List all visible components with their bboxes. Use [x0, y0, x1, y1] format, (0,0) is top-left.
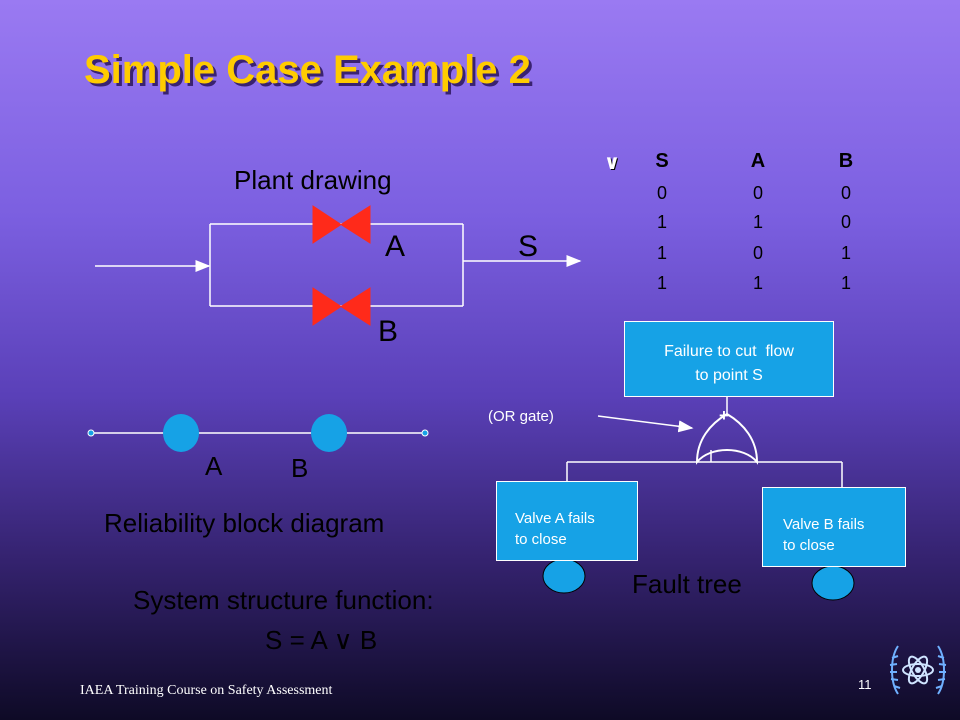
basic-event-a-line1: Valve A fails [515, 510, 595, 527]
structure-function-label: System structure function: [133, 585, 434, 615]
rbd-caption: Reliability block diagram [104, 508, 385, 538]
valve-b-label: B [378, 315, 399, 348]
truth-table-cell: 0 [752, 243, 763, 263]
output-s-label: S [518, 230, 539, 263]
truth-table-cell: 1 [656, 273, 667, 293]
top-event-line1: Failure to cut flow [664, 343, 794, 360]
truth-table-cell: 1 [840, 273, 851, 293]
truth-table-cell: 0 [840, 183, 851, 203]
basic-event-a-circle [542, 558, 586, 594]
basic-event-a-box: Valve A fails to close [496, 481, 638, 561]
basic-event-b-line1: Valve B fails [783, 516, 865, 533]
fault-tree-caption: Fault tree [632, 569, 742, 599]
truth-table-cell: 1 [752, 273, 763, 293]
basic-event-b-circle [811, 565, 855, 601]
truth-table-cell: 0 [656, 183, 667, 203]
plant-piping [95, 223, 582, 307]
or-symbol: ∨ [603, 152, 621, 174]
rbd-label-b: B [291, 453, 309, 483]
plant-drawing-label: Plant drawing [234, 165, 392, 195]
iaea-logo-icon [889, 645, 947, 695]
top-event-line2: to point S [695, 367, 763, 384]
or-gate-label: (OR gate) [488, 408, 554, 425]
page-number: 11 [858, 677, 872, 692]
rbd-node-a [163, 414, 199, 452]
truth-table-cell: 1 [656, 243, 667, 263]
valve-a-label: A [385, 230, 406, 263]
basic-event-a-line2: to close [515, 531, 567, 548]
valve-a-icon [312, 205, 371, 244]
rbd-node-b [311, 414, 347, 452]
truth-table-cell: 1 [656, 212, 667, 232]
truth-table-header-a: A [750, 150, 766, 172]
top-event-box: Failure to cut flow to point S [624, 321, 834, 397]
or-gate-icon [695, 412, 759, 465]
truth-table-cell: 1 [840, 243, 851, 263]
footer-text: IAEA Training Course on Safety Assessmen… [80, 683, 333, 698]
truth-table: S A B 0 0 0 1 1 0 1 0 1 1 1 1 [650, 150, 860, 300]
fault-tree-lines [566, 397, 843, 487]
truth-table-header-s: S [655, 150, 669, 172]
truth-table-cell: 0 [840, 212, 851, 232]
rbd-label-a: A [205, 451, 223, 481]
page-title: Simple Case Example 2 [84, 48, 531, 92]
basic-event-b-line2: to close [783, 537, 835, 554]
structure-function-formula: S = A ∨ B [265, 625, 378, 655]
truth-table-cell: 0 [752, 183, 763, 203]
valve-b-icon [312, 287, 371, 326]
basic-event-b-box: Valve B fails to close [762, 487, 906, 567]
rbd-diagram [87, 414, 429, 452]
truth-table-cell: 1 [752, 212, 763, 232]
or-gate-plus: + [719, 406, 729, 425]
truth-table-header-b: B [838, 150, 854, 172]
